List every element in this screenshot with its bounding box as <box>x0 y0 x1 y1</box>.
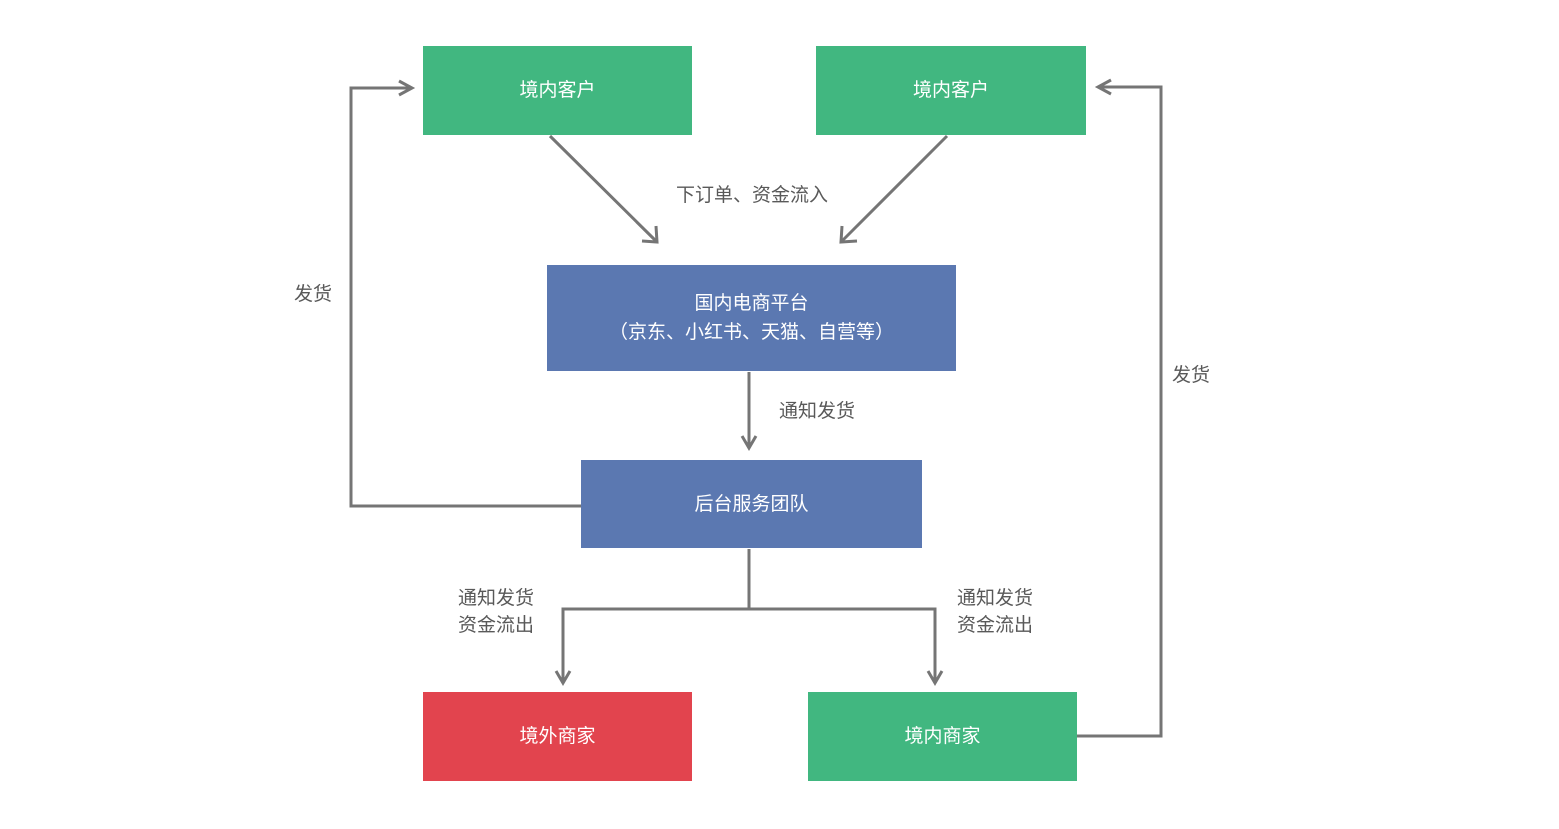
node-customer-right-label: 境内客户 <box>912 79 989 101</box>
edge-label-ship-left: 发货 <box>294 281 332 308</box>
node-customer-right: 境内客户 <box>816 46 1086 135</box>
edge-label-notify-funds-right-line2: 资金流出 <box>957 614 1034 636</box>
node-platform-title: 国内电商平台 <box>694 292 809 314</box>
arrowhead-customer-left-to-platform <box>641 225 659 244</box>
node-platform: 国内电商平台 （京东、小红书、天猫、自营等） <box>547 265 956 371</box>
arrow-customer-left-to-platform <box>548 134 659 244</box>
edge-label-notify-funds-right: 通知发货 资金流出 <box>957 585 1033 639</box>
edge-label-ship-left-text: 发货 <box>294 283 333 305</box>
edge-label-notify-ship: 通知发货 <box>779 398 855 425</box>
edge-label-order-funds-in-text: 下订单、资金流入 <box>676 184 829 206</box>
edge-label-ship-right: 发货 <box>1172 362 1210 389</box>
arrow-service-team-to-overseas-merchant <box>561 607 749 683</box>
edge-label-order-funds-in: 下订单、资金流入 <box>676 182 828 209</box>
arrowhead-customer-right-to-platform <box>839 225 858 244</box>
arrow-service-team-to-domestic-merchant <box>749 607 937 683</box>
node-customer-left-label: 境内客户 <box>519 79 596 101</box>
edge-label-notify-funds-left-line2: 资金流出 <box>458 614 535 636</box>
node-service-team-label: 后台服务团队 <box>694 492 809 515</box>
edge-label-notify-ship-text: 通知发货 <box>779 400 856 422</box>
arrow-service-team-to-customer-left <box>349 86 581 508</box>
edge-label-notify-funds-left: 通知发货 资金流出 <box>458 585 534 639</box>
node-domestic-merchant-label: 境内商家 <box>904 725 981 747</box>
arrow-customer-right-to-platform <box>839 134 949 244</box>
node-platform-examples: （京东、小红书、天猫、自营等） <box>608 321 894 343</box>
arrowhead-service-team-to-customer-left <box>398 79 416 97</box>
node-customer-left: 境内客户 <box>423 46 692 135</box>
arrowhead-platform-to-service-team <box>740 435 758 451</box>
node-domestic-merchant: 境内商家 <box>808 692 1077 781</box>
arrowhead-service-team-to-overseas-merchant <box>554 670 572 686</box>
edge-label-notify-funds-right-line1: 通知发货 <box>957 587 1034 609</box>
edge-label-ship-right-text: 发货 <box>1172 364 1211 386</box>
node-overseas-merchant-label: 境外商家 <box>519 725 596 747</box>
node-service-team: 后台服务团队 <box>581 460 922 548</box>
arrowhead-domestic-merchant-to-customer-right <box>1094 78 1112 96</box>
arrowhead-service-team-to-domestic-merchant <box>926 670 944 686</box>
arrow-domestic-merchant-to-customer-right <box>1077 85 1163 738</box>
node-overseas-merchant: 境外商家 <box>423 692 692 781</box>
edge-label-notify-funds-left-line1: 通知发货 <box>458 587 535 609</box>
